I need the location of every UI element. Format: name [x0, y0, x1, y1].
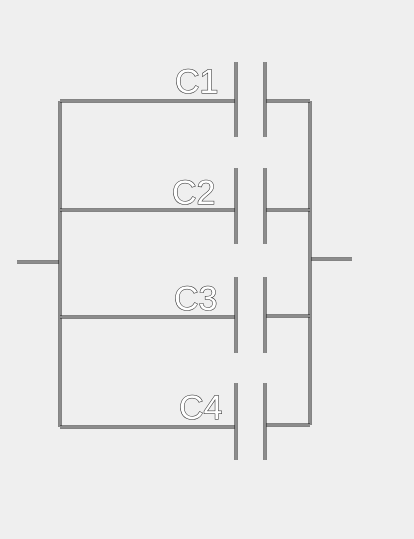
capacitor-c4-branch: C4 [60, 383, 310, 460]
capacitor-c1-plates [234, 62, 267, 137]
capacitor-c4-plates [234, 383, 267, 460]
capacitor-c3-plates [234, 277, 267, 353]
capacitor-c3-branch: C3 [60, 277, 310, 353]
capacitor-c1-label: C1 [175, 63, 218, 101]
capacitor-c1-branch: C1 [60, 62, 310, 137]
capacitor-c2-plates [234, 168, 267, 244]
capacitor-c2-label: C2 [172, 174, 215, 212]
capacitor-c3-label: C3 [174, 280, 217, 318]
capacitor-c4-label: C4 [179, 389, 222, 427]
capacitor-c2-branch: C2 [60, 168, 310, 244]
